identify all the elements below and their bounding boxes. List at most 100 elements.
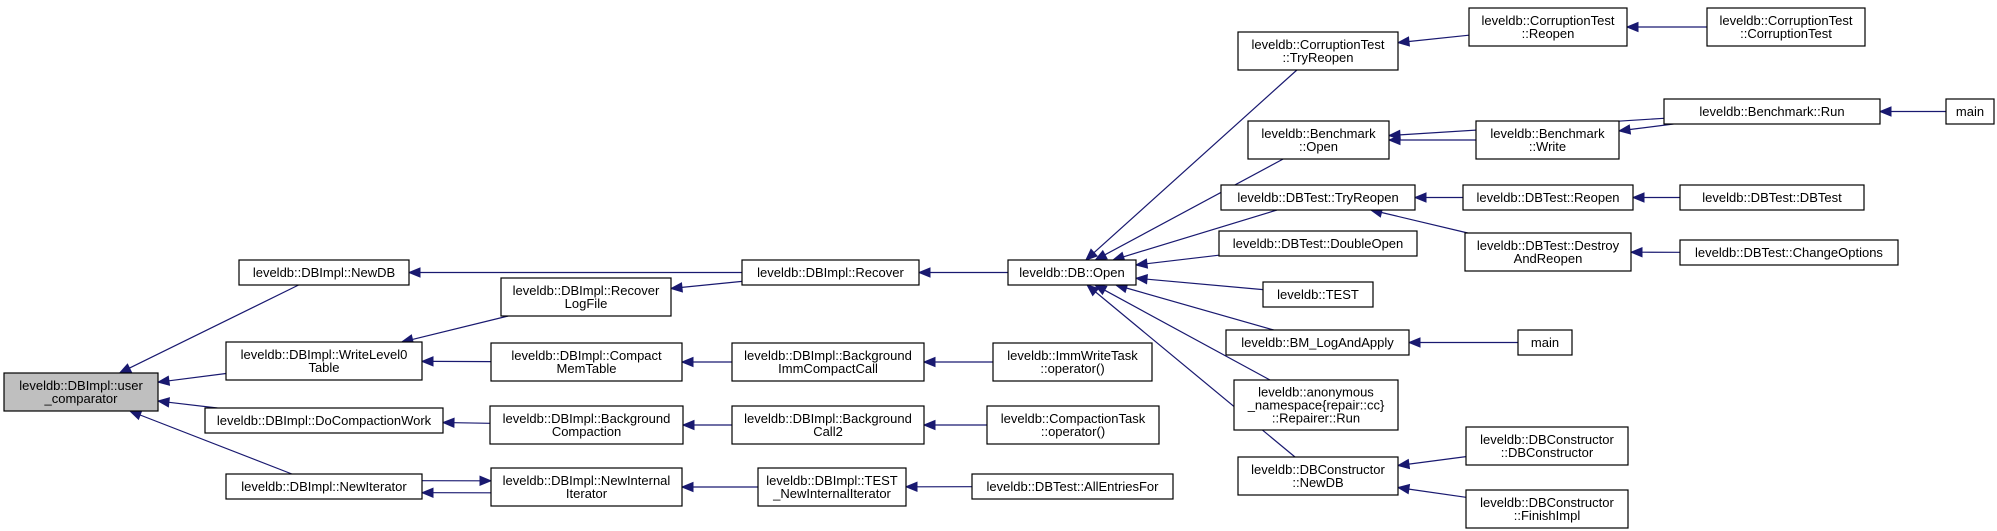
edge-finishimpl-to-dbcnewdb [1396,483,1467,498]
node-corrctor[interactable]: leveldb::CorruptionTest::CorruptionTest [1706,7,1866,47]
node-label-line: _namespace{repair::cc} [1247,398,1385,413]
node-box [1475,120,1620,160]
edge-arrowhead [1094,249,1108,261]
edge-arrowhead [1878,106,1892,117]
node-docompaction[interactable]: leveldb::DBImpl::DoCompactionWork [204,407,444,434]
node-label-line: leveldb::DBImpl::Recover [513,283,660,298]
edge-dbopen-to-recover [917,267,1008,278]
edge-line [1104,289,1271,381]
node-label-line: leveldb::ImmWriteTask [1007,348,1138,363]
edge-arrowhead [1387,134,1401,146]
edge-arrowhead [156,375,171,386]
node-bgimmcompact[interactable]: leveldb::DBImpl::BackgroundImmCompactCal… [731,342,925,382]
node-dbopen[interactable]: leveldb::DB::Open [1007,259,1137,286]
node-box [1465,426,1629,466]
node-recover[interactable]: leveldb::DBImpl::Recover [741,259,920,286]
edge-destroyreopen-to-dbtesttryreopen [1369,207,1468,234]
node-bmlogandapply[interactable]: leveldb::BM_LogAndApply [1225,329,1410,356]
node-test_newinternal[interactable]: leveldb::DBImpl::TEST_NewInternalIterato… [757,467,907,507]
node-label-line: ::FinishImpl [1514,508,1581,523]
edge-arrowhead [128,410,143,421]
edge-line [453,422,491,424]
edge-arrowhead [1629,246,1643,258]
edge-arrowhead [1093,284,1108,296]
node-label-line: MemTable [557,361,617,376]
node-label-line: leveldb::DBImpl::DoCompactionWork [217,413,432,428]
node-dbtestctor[interactable]: leveldb::DBTest::DBTest [1679,184,1865,211]
edge-line [139,414,293,475]
node-dbconstructor[interactable]: leveldb::DBConstructor::DBConstructor [1465,426,1629,466]
node-benchopen[interactable]: leveldb::Benchmark::Open [1247,120,1390,160]
node-benchrun[interactable]: leveldb::Benchmark::Run [1663,98,1881,125]
node-box [1679,184,1865,211]
edge-arrowhead [441,417,455,428]
node-changeoptions[interactable]: leveldb::DBTest::ChangeOptions [1679,239,1899,266]
node-doubleopen[interactable]: leveldb::DBTest::DoubleOpen [1218,230,1418,257]
edge-line [681,280,743,288]
edge-arrowhead [1396,36,1410,47]
node-label-line: ImmCompactCall [778,361,878,376]
edge-changeoptions-to-destroyreopen [1629,246,1681,258]
node-newdb[interactable]: leveldb::DBImpl::NewDB [238,259,410,286]
node-corrtryreopen[interactable]: leveldb::CorruptionTest::TryReopen [1237,31,1399,71]
node-finishimpl[interactable]: leveldb::DBConstructor::FinishImpl [1465,489,1629,529]
edge-newiterator-to-newinternaliter [421,475,493,487]
node-main2[interactable]: main [1517,329,1573,356]
edge-arrowhead [407,267,421,278]
node-label-line: AndReopen [1514,251,1583,266]
node-box [1220,184,1416,211]
node-label-line: leveldb::DBImpl::NewIterator [241,479,407,494]
node-benchwrite[interactable]: leveldb::Benchmark::Write [1475,120,1620,160]
edge-arrowhead [1084,248,1098,261]
edge-line [1408,456,1467,465]
node-label-line: ::DBConstructor [1501,445,1594,460]
node-main1[interactable]: main [1945,98,1995,125]
node-newiterator[interactable]: leveldb::DBImpl::NewIterator [225,473,423,500]
edge-corrtryreopen-to-dbopen [1084,69,1298,261]
node-label-line: leveldb::DBImpl::Compact [511,348,662,363]
node-label-line: leveldb::DBImpl::NewDB [253,265,395,280]
node-label-line: leveldb::DBImpl::Background [744,348,912,363]
node-immwritetask[interactable]: leveldb::ImmWriteTask::operator() [992,342,1153,382]
node-label-line: ::Reopen [1522,26,1575,41]
node-label-line: leveldb::DBImpl::Background [744,411,912,426]
node-box [1237,31,1399,71]
node-box [1225,329,1410,356]
node-box [1464,232,1632,272]
node-newinternaliter[interactable]: leveldb::DBImpl::NewInternalIterator [490,467,683,507]
edge-line [168,372,227,382]
node-label-line: leveldb::DBTest::ChangeOptions [1695,245,1883,260]
node-label-line: leveldb::Benchmark [1490,126,1605,141]
node-user_comparator[interactable]: leveldb::DBImpl::user_comparator [3,372,159,412]
node-box [1247,120,1390,160]
node-corrreopen[interactable]: leveldb::CorruptionTest::Reopen [1468,7,1628,47]
node-dbcnewdb[interactable]: leveldb::DBConstructor::NewDB [1237,456,1399,496]
edge-arrowhead [420,487,434,498]
edge-arrowhead [1134,258,1149,269]
node-allentriesfor[interactable]: leveldb::DBTest::AllEntriesFor [971,473,1174,500]
node-compactiontask[interactable]: leveldb::CompactionTask::operator() [986,405,1160,445]
node-label-line: leveldb::DB::Open [1019,265,1125,280]
edge-arrowhead [904,481,918,493]
node-repairerrun[interactable]: leveldb::anonymous_namespace{repair::cc}… [1233,379,1399,431]
edge-dbconstructor-to-dbcnewdb [1396,456,1467,470]
node-test[interactable]: leveldb::TEST [1262,281,1374,308]
node-dbtesttryreopen[interactable]: leveldb::DBTest::TryReopen [1220,184,1416,211]
node-box [489,405,684,445]
edge-line [129,284,299,369]
node-box [204,407,444,434]
edge-line [1146,278,1264,291]
node-box [238,259,410,286]
node-dbtestreopen[interactable]: leveldb::DBTest::Reopen [1462,184,1634,211]
edge-arrowhead [1396,458,1411,470]
node-label-line: leveldb::DBImpl::WriteLevel0 [241,347,408,362]
edge-arrowhead [1617,124,1632,135]
node-box [992,342,1153,382]
node-label-line: leveldb::CorruptionTest [1720,13,1853,28]
